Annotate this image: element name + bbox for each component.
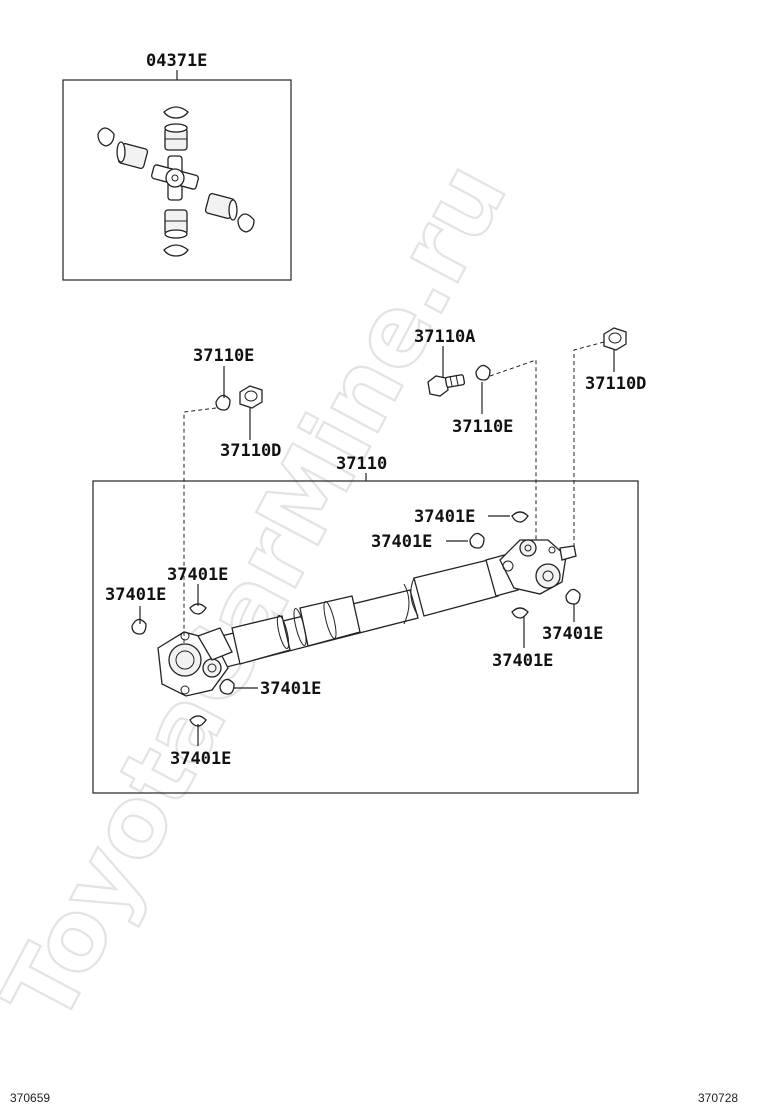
snap-ring-right-outer — [565, 588, 581, 605]
kit-snap-ring-right — [237, 213, 255, 233]
kit-bearing-cap-left — [116, 141, 149, 169]
callout-37401e-right-upper[interactable]: 37401E — [371, 532, 432, 552]
callout-37401e-left-outer[interactable]: 37401E — [105, 585, 166, 605]
callout-37110e-right[interactable]: 37110E — [452, 417, 513, 437]
snap-ring-right-upper — [469, 532, 485, 549]
dash-right-bolt — [573, 341, 605, 548]
snap-ring-left-bottom — [189, 715, 207, 727]
bolt-37110a — [427, 374, 466, 397]
callout-37401e-left-bottom[interactable]: 37401E — [170, 749, 231, 769]
callout-37110d-right[interactable]: 37110D — [585, 374, 646, 394]
kit-bearing-cap-top — [164, 123, 188, 151]
footer-code-right: 370728 — [698, 1091, 738, 1105]
callout-37110a[interactable]: 37110A — [414, 327, 475, 347]
dash-left-bolt — [183, 407, 217, 644]
kit-bearing-cap-right — [204, 193, 238, 221]
shaft-assembly-group: 37110 — [92, 454, 639, 794]
callout-37401e-left-lower[interactable]: 37401E — [260, 679, 321, 699]
callout-37401e-right-mid[interactable]: 37401E — [492, 651, 553, 671]
label-04371e[interactable]: 04371E — [146, 51, 207, 71]
callout-37401e-left-top[interactable]: 37401E — [167, 565, 228, 585]
snap-ring-left-lower — [219, 678, 235, 695]
callout-37110e-left[interactable]: 37110E — [193, 346, 254, 366]
snap-ring-left-outer — [131, 618, 147, 635]
front-flange-yoke — [499, 539, 577, 595]
nut-left — [239, 385, 263, 409]
kit-04371e-group: 04371E — [62, 51, 292, 281]
label-37110[interactable]: 37110 — [336, 454, 387, 474]
footer-code-left: 370659 — [10, 1091, 50, 1105]
kit-bearing-cap-bottom — [164, 209, 188, 239]
callout-37401e-right-outer[interactable]: 37401E — [542, 624, 603, 644]
kit-snap-ring-bottom — [163, 244, 189, 257]
kit-spider-cross — [150, 155, 200, 201]
kit-snap-ring-top — [163, 106, 189, 119]
dash-center-bolt — [489, 359, 537, 540]
nut-right — [603, 327, 627, 351]
snap-ring-right-top — [511, 511, 529, 523]
washer-right — [475, 364, 491, 381]
snap-ring-right-mid — [511, 607, 529, 619]
rear-flange-yoke — [157, 627, 233, 697]
kit-snap-ring-left — [97, 127, 115, 147]
propeller-shaft-tube-rear — [204, 583, 419, 671]
callout-37110d-left[interactable]: 37110D — [220, 441, 281, 461]
washer-left — [215, 394, 231, 411]
callout-37401e-right-top[interactable]: 37401E — [414, 507, 475, 527]
